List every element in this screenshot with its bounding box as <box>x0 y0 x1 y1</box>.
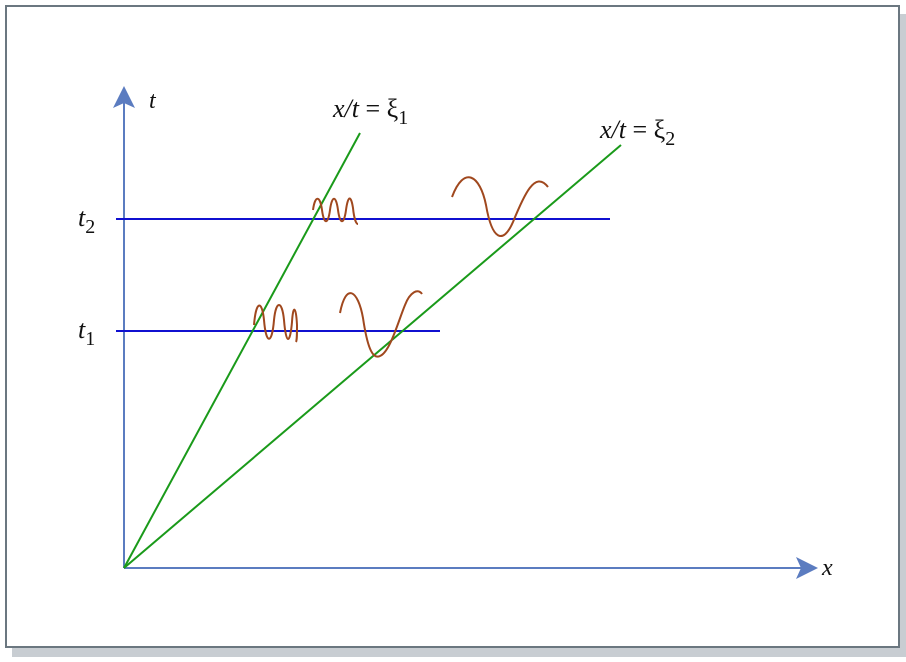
ray-xi1-subscript: 1 <box>398 107 408 129</box>
fast-wave-packet-t2 <box>312 197 359 225</box>
ray-xi2-subscript: 2 <box>665 128 675 150</box>
t2-label-subscript: 2 <box>85 216 95 238</box>
x-axis-arrowhead <box>796 557 818 579</box>
ray-xi1-equals: = <box>359 94 387 123</box>
ray-xi2 <box>123 144 622 569</box>
t2-label-name: t <box>78 203 86 232</box>
t2-label: t2 <box>78 203 95 238</box>
t-axis-label: t <box>149 88 157 114</box>
slow-wave-t1 <box>339 290 423 358</box>
ray-xi2-label: x/t = ξ2 <box>599 115 675 150</box>
x-axis-label: x <box>821 555 833 581</box>
frame-border <box>5 5 900 648</box>
ray-xi2-equals: = <box>626 115 654 144</box>
ray-xi1-symbol: ξ <box>387 94 399 123</box>
slow-wave-t2 <box>451 176 549 237</box>
t1-label-subscript: 1 <box>85 328 95 350</box>
ray-xi2-prefix: x/t <box>599 115 627 144</box>
ray-xi2-symbol: ξ <box>654 115 666 144</box>
t-axis-arrowhead <box>113 86 135 108</box>
t1-label: t1 <box>78 315 95 350</box>
ray-xi1-prefix: x/t <box>332 94 360 123</box>
ray-xi1-label: x/t = ξ1 <box>332 94 408 129</box>
t1-label-name: t <box>78 315 86 344</box>
fast-wave-packet-t1 <box>253 304 299 343</box>
